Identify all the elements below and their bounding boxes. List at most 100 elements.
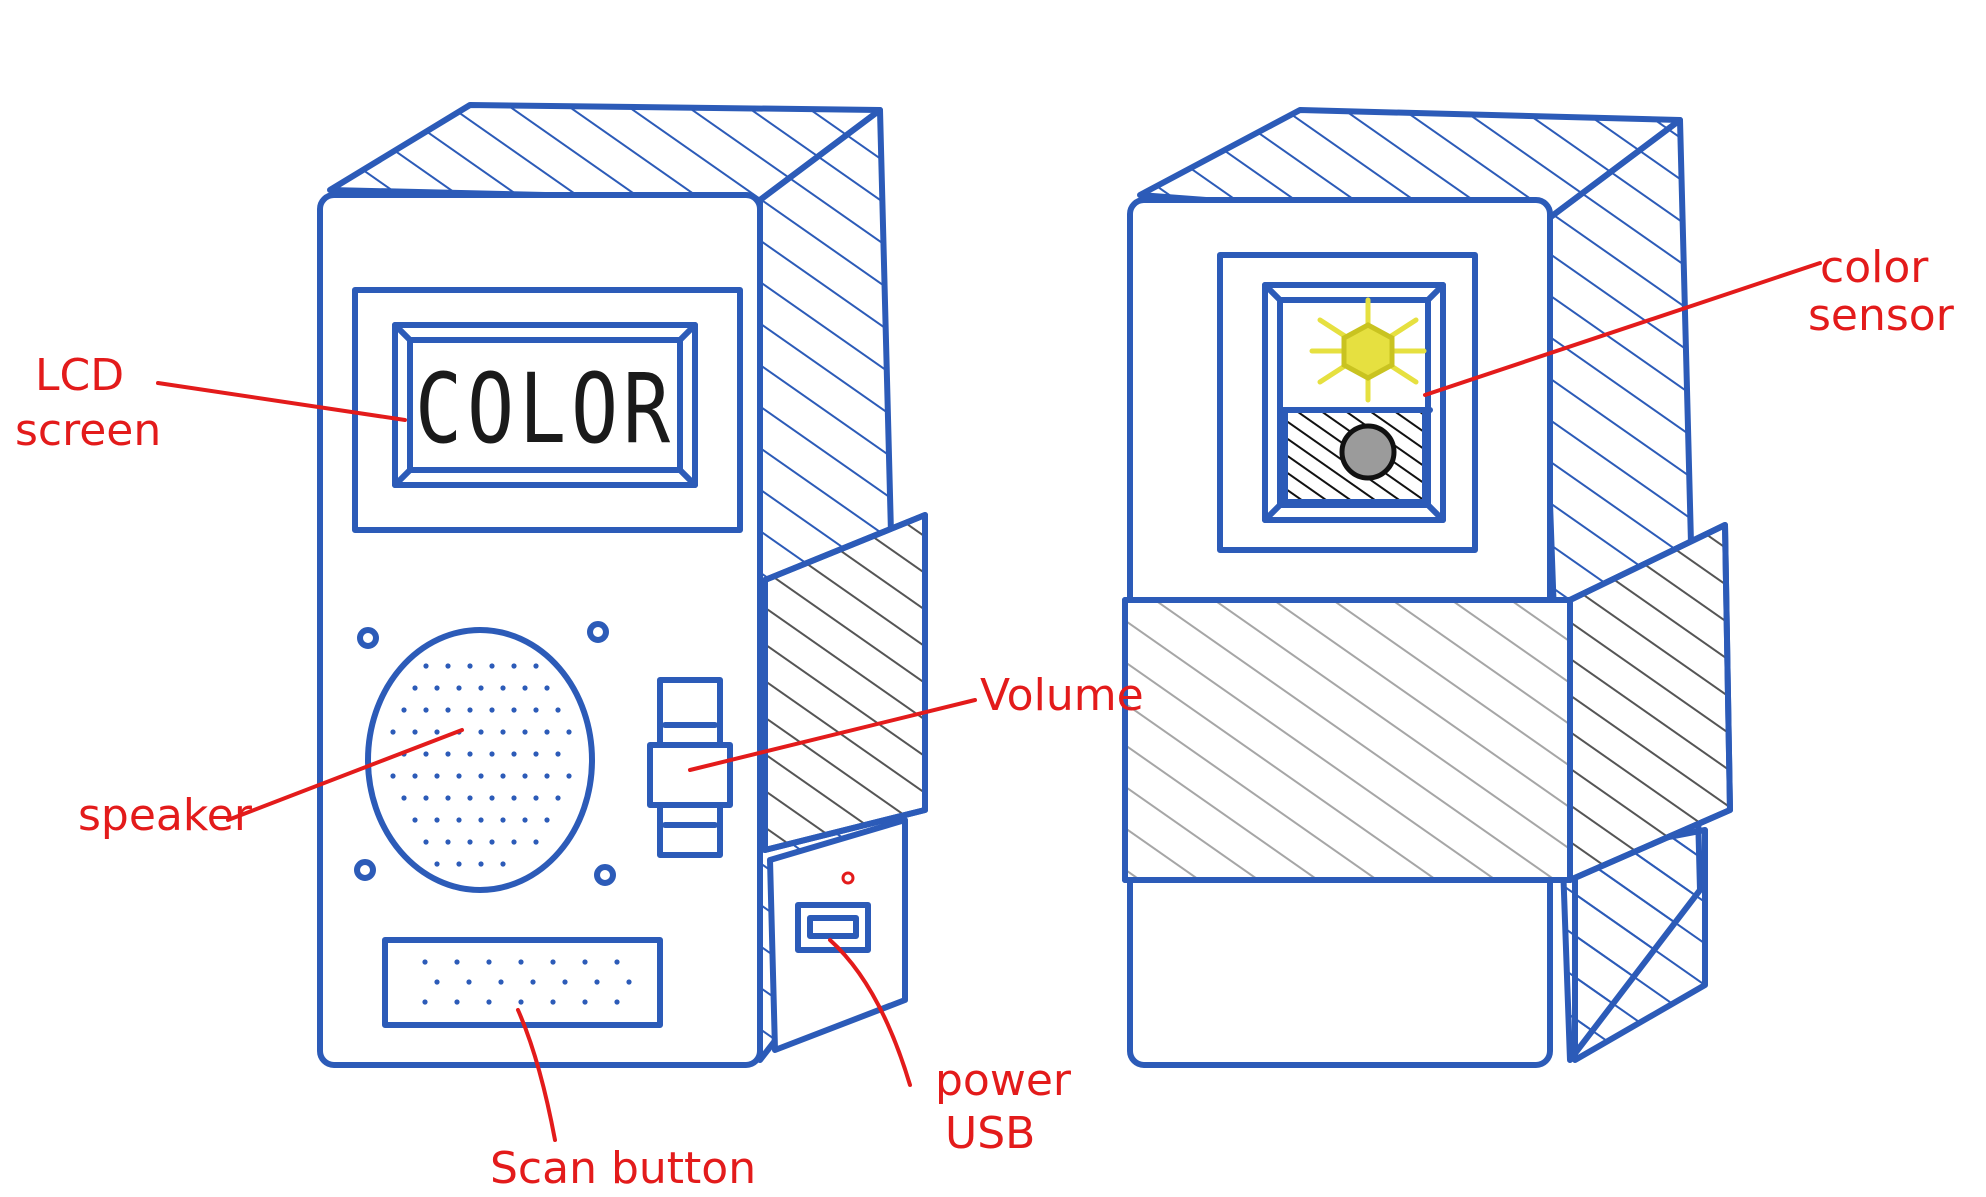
lcd-label-line2: screen xyxy=(15,405,161,456)
screw-top-left xyxy=(357,627,379,649)
speaker-hole xyxy=(522,729,528,735)
speaker-hole xyxy=(412,685,418,691)
speaker-hole xyxy=(390,729,396,735)
speaker-hole xyxy=(544,685,550,691)
speaker-hole xyxy=(511,795,517,801)
speaker-hole xyxy=(500,861,506,867)
speaker-hole xyxy=(500,773,506,779)
speaker-hole xyxy=(533,839,539,845)
power-label: power xyxy=(935,1055,1072,1106)
screw-top-right xyxy=(587,621,609,643)
speaker-hole xyxy=(478,773,484,779)
lcd-label-line1: LCD xyxy=(35,350,124,401)
power-usb-leader xyxy=(828,938,912,1087)
scan-button-dot xyxy=(550,999,556,1005)
speaker-holes xyxy=(390,663,572,867)
speaker-hole xyxy=(467,751,473,757)
usb-label: USB xyxy=(945,1108,1035,1159)
scan-button-dot xyxy=(466,979,472,985)
scan-button-label: Scan button xyxy=(490,1143,756,1194)
speaker-hole xyxy=(478,685,484,691)
speaker-label: speaker xyxy=(78,790,253,841)
screw-bottom-right xyxy=(594,864,616,886)
scan-button-dot xyxy=(518,959,524,965)
speaker-hole xyxy=(511,707,517,713)
speaker-hole xyxy=(423,839,429,845)
speaker-hole xyxy=(412,817,418,823)
speaker-hole xyxy=(533,707,539,713)
speaker-hole xyxy=(456,773,462,779)
speaker-hole xyxy=(489,663,495,669)
scan-button-leader xyxy=(516,1008,557,1142)
speaker-hole xyxy=(500,685,506,691)
led-light-glow xyxy=(1309,297,1427,403)
speaker-hole xyxy=(445,751,451,757)
speaker-hole xyxy=(533,795,539,801)
color-sensor-label-line1: color xyxy=(1820,242,1929,293)
speaker-hole xyxy=(390,773,396,779)
color-sensor-label-line2: sensor xyxy=(1808,290,1955,341)
speaker-hole xyxy=(401,795,407,801)
screw-bottom-left xyxy=(354,859,376,881)
speaker-hole xyxy=(434,861,440,867)
scan-button-dot xyxy=(626,979,632,985)
speaker-hole xyxy=(489,707,495,713)
scan-button-dot xyxy=(434,979,440,985)
speaker-hole xyxy=(445,839,451,845)
speaker-hole xyxy=(555,795,561,801)
speaker-hole xyxy=(467,707,473,713)
speaker-hole xyxy=(566,773,572,779)
speaker-hole xyxy=(467,839,473,845)
speaker-hole xyxy=(445,795,451,801)
speaker-hole xyxy=(434,685,440,691)
scan-button-dot xyxy=(562,979,568,985)
speaker-hole xyxy=(412,729,418,735)
back-device xyxy=(1122,107,1733,1068)
annotation-leaders xyxy=(156,261,1822,1142)
scan-button-dot xyxy=(550,959,556,965)
speaker-hole xyxy=(489,795,495,801)
speaker-hole xyxy=(478,817,484,823)
volume-label: Volume xyxy=(980,670,1144,721)
speaker-grille xyxy=(365,627,595,893)
speaker-hole xyxy=(434,729,440,735)
speaker-hole xyxy=(533,663,539,669)
speaker-hole xyxy=(423,663,429,669)
speaker-hole xyxy=(511,751,517,757)
scan-button-dot xyxy=(454,959,460,965)
speaker-hole xyxy=(423,795,429,801)
scan-button-dot xyxy=(530,979,536,985)
speaker-hole xyxy=(401,707,407,713)
speaker-hole xyxy=(456,685,462,691)
speaker-hole xyxy=(555,751,561,757)
speaker-hole xyxy=(500,729,506,735)
speaker-hole xyxy=(478,729,484,735)
speaker-hole xyxy=(522,817,528,823)
speaker-hole xyxy=(522,773,528,779)
scan-button-dot xyxy=(498,979,504,985)
volume-leader xyxy=(688,698,977,772)
scan-button-dot xyxy=(614,959,620,965)
speaker-hole xyxy=(500,817,506,823)
scan-button[interactable] xyxy=(382,937,663,1028)
speaker-hole xyxy=(478,861,484,867)
speaker-hole xyxy=(423,751,429,757)
front-device xyxy=(317,102,928,1068)
scan-button-dot xyxy=(454,999,460,1005)
speaker-hole xyxy=(555,707,561,713)
speaker-hole xyxy=(456,817,462,823)
speaker-hole xyxy=(445,707,451,713)
speaker-hole xyxy=(489,751,495,757)
speaker-hole xyxy=(467,795,473,801)
speaker-hole xyxy=(533,751,539,757)
speaker-hole xyxy=(544,773,550,779)
volume-slider-knob[interactable] xyxy=(647,742,733,808)
lcd-screen xyxy=(392,322,698,488)
speaker-hole xyxy=(423,707,429,713)
speaker-hole xyxy=(522,685,528,691)
speaker-hole xyxy=(412,773,418,779)
speaker-hole xyxy=(511,839,517,845)
speaker-hole xyxy=(434,817,440,823)
lcd-display-text: COLOR xyxy=(415,353,675,465)
speaker-hole xyxy=(511,663,517,669)
